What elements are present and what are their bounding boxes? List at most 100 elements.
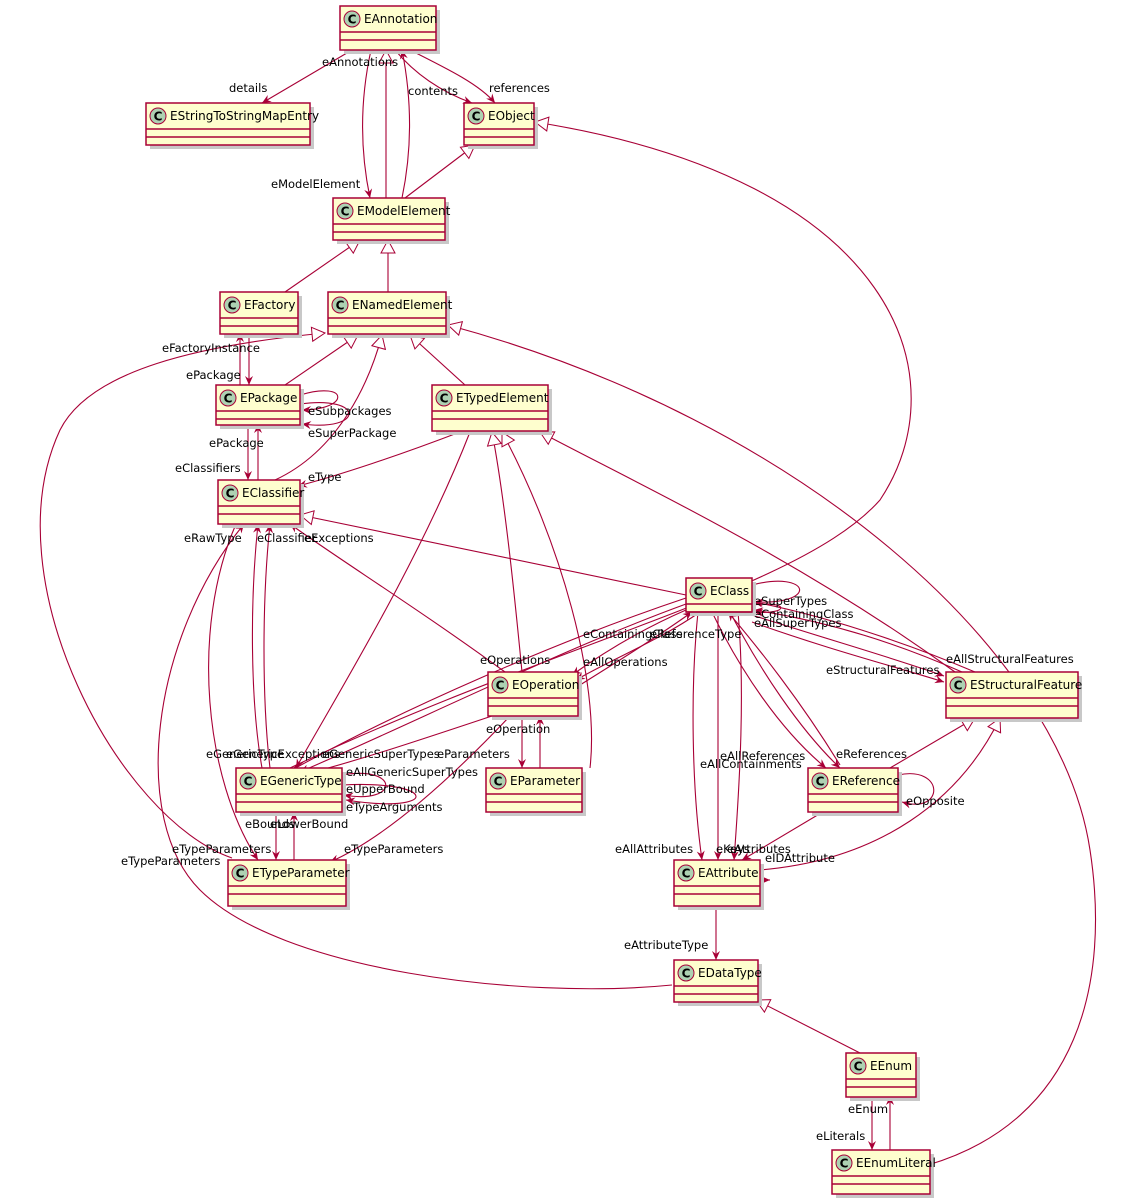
class-glyph: C xyxy=(348,13,357,27)
class-name: EObject xyxy=(488,109,535,123)
relations xyxy=(39,48,1097,1166)
edge-inherit-eenum xyxy=(755,999,861,1054)
class-eobject[interactable]: C EObject xyxy=(463,102,538,149)
label-eallopertions: eAllOperations xyxy=(583,655,668,669)
label-eidattribute: eIDAttribute xyxy=(765,851,835,865)
label-esubpackages: eSubpackages xyxy=(308,404,392,418)
class-name: EModelElement xyxy=(357,204,451,218)
label-elowerbound: eLowerBound xyxy=(270,817,348,831)
class-glyph: C xyxy=(341,205,350,219)
label-esupertypes: eSuperTypes xyxy=(754,594,827,608)
class-name: ETypedElement xyxy=(456,391,549,405)
class-glyph: C xyxy=(854,1060,863,1074)
edge-inherit-etypedelement xyxy=(409,334,466,386)
class-glyph: C xyxy=(244,775,253,789)
class-stereotype-icon xyxy=(219,389,237,407)
edge-references xyxy=(409,49,496,104)
label-efactoryinstance: eFactoryInstance xyxy=(162,341,260,355)
class-emodel-element[interactable]: C EModelElement xyxy=(332,197,451,244)
edge-esubpackages xyxy=(299,390,339,414)
class-glyph: C xyxy=(816,775,825,789)
label-eallcontainments: eAllContainments xyxy=(700,757,802,771)
label-eupperbound: eUpperBound xyxy=(346,782,425,796)
edge-inherit-eoperation xyxy=(486,430,523,673)
label-epackage-1: ePackage xyxy=(186,368,241,382)
class-name: EClass xyxy=(710,584,749,598)
class-glyph: C xyxy=(228,299,237,313)
edge-eopposite xyxy=(897,773,935,809)
class-name: EReference xyxy=(832,774,900,788)
edge-inherit-ereference xyxy=(889,717,976,769)
class-glyph: C xyxy=(440,392,449,406)
class-box xyxy=(431,384,549,432)
edge-inherit-eenumliteral xyxy=(446,320,1097,1166)
label-eallgenericsupertypes: eAllGenericSuperTypes xyxy=(346,765,478,779)
label-etypeparameters-3: eTypeParameters xyxy=(344,842,443,856)
class-name: EStructuralFeature xyxy=(970,678,1082,692)
edge-eallreferences xyxy=(711,611,827,769)
label-eoperation: eOperation xyxy=(486,722,550,736)
class-name: EPackage xyxy=(240,391,297,405)
class-stereotype-icon xyxy=(336,202,354,220)
label-details: details xyxy=(229,81,267,95)
label-etypearguments: eTypeArguments xyxy=(346,800,443,814)
class-epackage[interactable]: C EPackage xyxy=(215,384,304,429)
edge-inherit-estructuralfeature xyxy=(539,431,956,673)
label-eoperations: eOperations xyxy=(480,653,550,667)
label-eexceptions: eExceptions xyxy=(304,531,374,545)
class-glyph: C xyxy=(472,110,481,124)
class-stereotype-icon xyxy=(331,296,349,314)
label-estructuralfeatures: eStructuralFeatures xyxy=(826,663,939,677)
edge-etypeparameters-1 xyxy=(208,523,259,861)
label-egenericsupertypes: eGenericSuperTypes xyxy=(322,747,440,761)
class-box xyxy=(227,859,347,907)
label-econtainingclass-1: eContainingClass xyxy=(754,607,854,621)
label-eclassifiers: eClassifiers xyxy=(175,461,241,475)
class-glyph: C xyxy=(224,392,233,406)
class-glyph: C xyxy=(226,487,235,501)
label-ekeys: eKeys xyxy=(716,842,750,856)
label-eenum: eEnum xyxy=(848,1102,888,1116)
label-etype: eType xyxy=(308,470,342,484)
edge-eclassifier xyxy=(251,523,263,769)
class-efactory[interactable]: C EFactory xyxy=(219,291,302,338)
edge-details xyxy=(261,49,353,104)
class-ereference[interactable]: C EReference xyxy=(807,767,902,816)
label-eannotations: eAnnotations xyxy=(322,55,398,69)
edge-econtainingclass-sf xyxy=(753,599,976,673)
label-ebounds: eBounds xyxy=(245,817,295,831)
edge-inherit-etypeparameter xyxy=(39,326,327,859)
edge-eallattributes xyxy=(692,611,705,861)
label-erawtype: eRawType xyxy=(184,531,242,545)
label-epackage-2: ePackage xyxy=(209,436,264,450)
edge-inherit-eparameter xyxy=(501,431,593,769)
class-glyph: C xyxy=(682,967,691,981)
class-name: EEnumLiteral xyxy=(856,1156,936,1170)
label-ereferencetype: eReferenceType xyxy=(650,627,741,641)
label-eattributetype: eAttributeType xyxy=(624,938,708,952)
label-eparameters: eParameters xyxy=(437,747,510,761)
class-etyped-element[interactable]: C ETypedElement xyxy=(431,384,552,435)
label-eliterals: eLiterals xyxy=(816,1129,865,1143)
edge-ereferencetype xyxy=(727,611,841,766)
class-stereotype-icon xyxy=(677,964,695,982)
label-egenericexceptions: eGenericExceptions xyxy=(226,747,340,761)
class-name: EFactory xyxy=(244,298,295,312)
label-contents: contents xyxy=(408,84,458,98)
class-stereotype-icon xyxy=(231,864,249,882)
class-stereotype-icon xyxy=(811,772,829,790)
